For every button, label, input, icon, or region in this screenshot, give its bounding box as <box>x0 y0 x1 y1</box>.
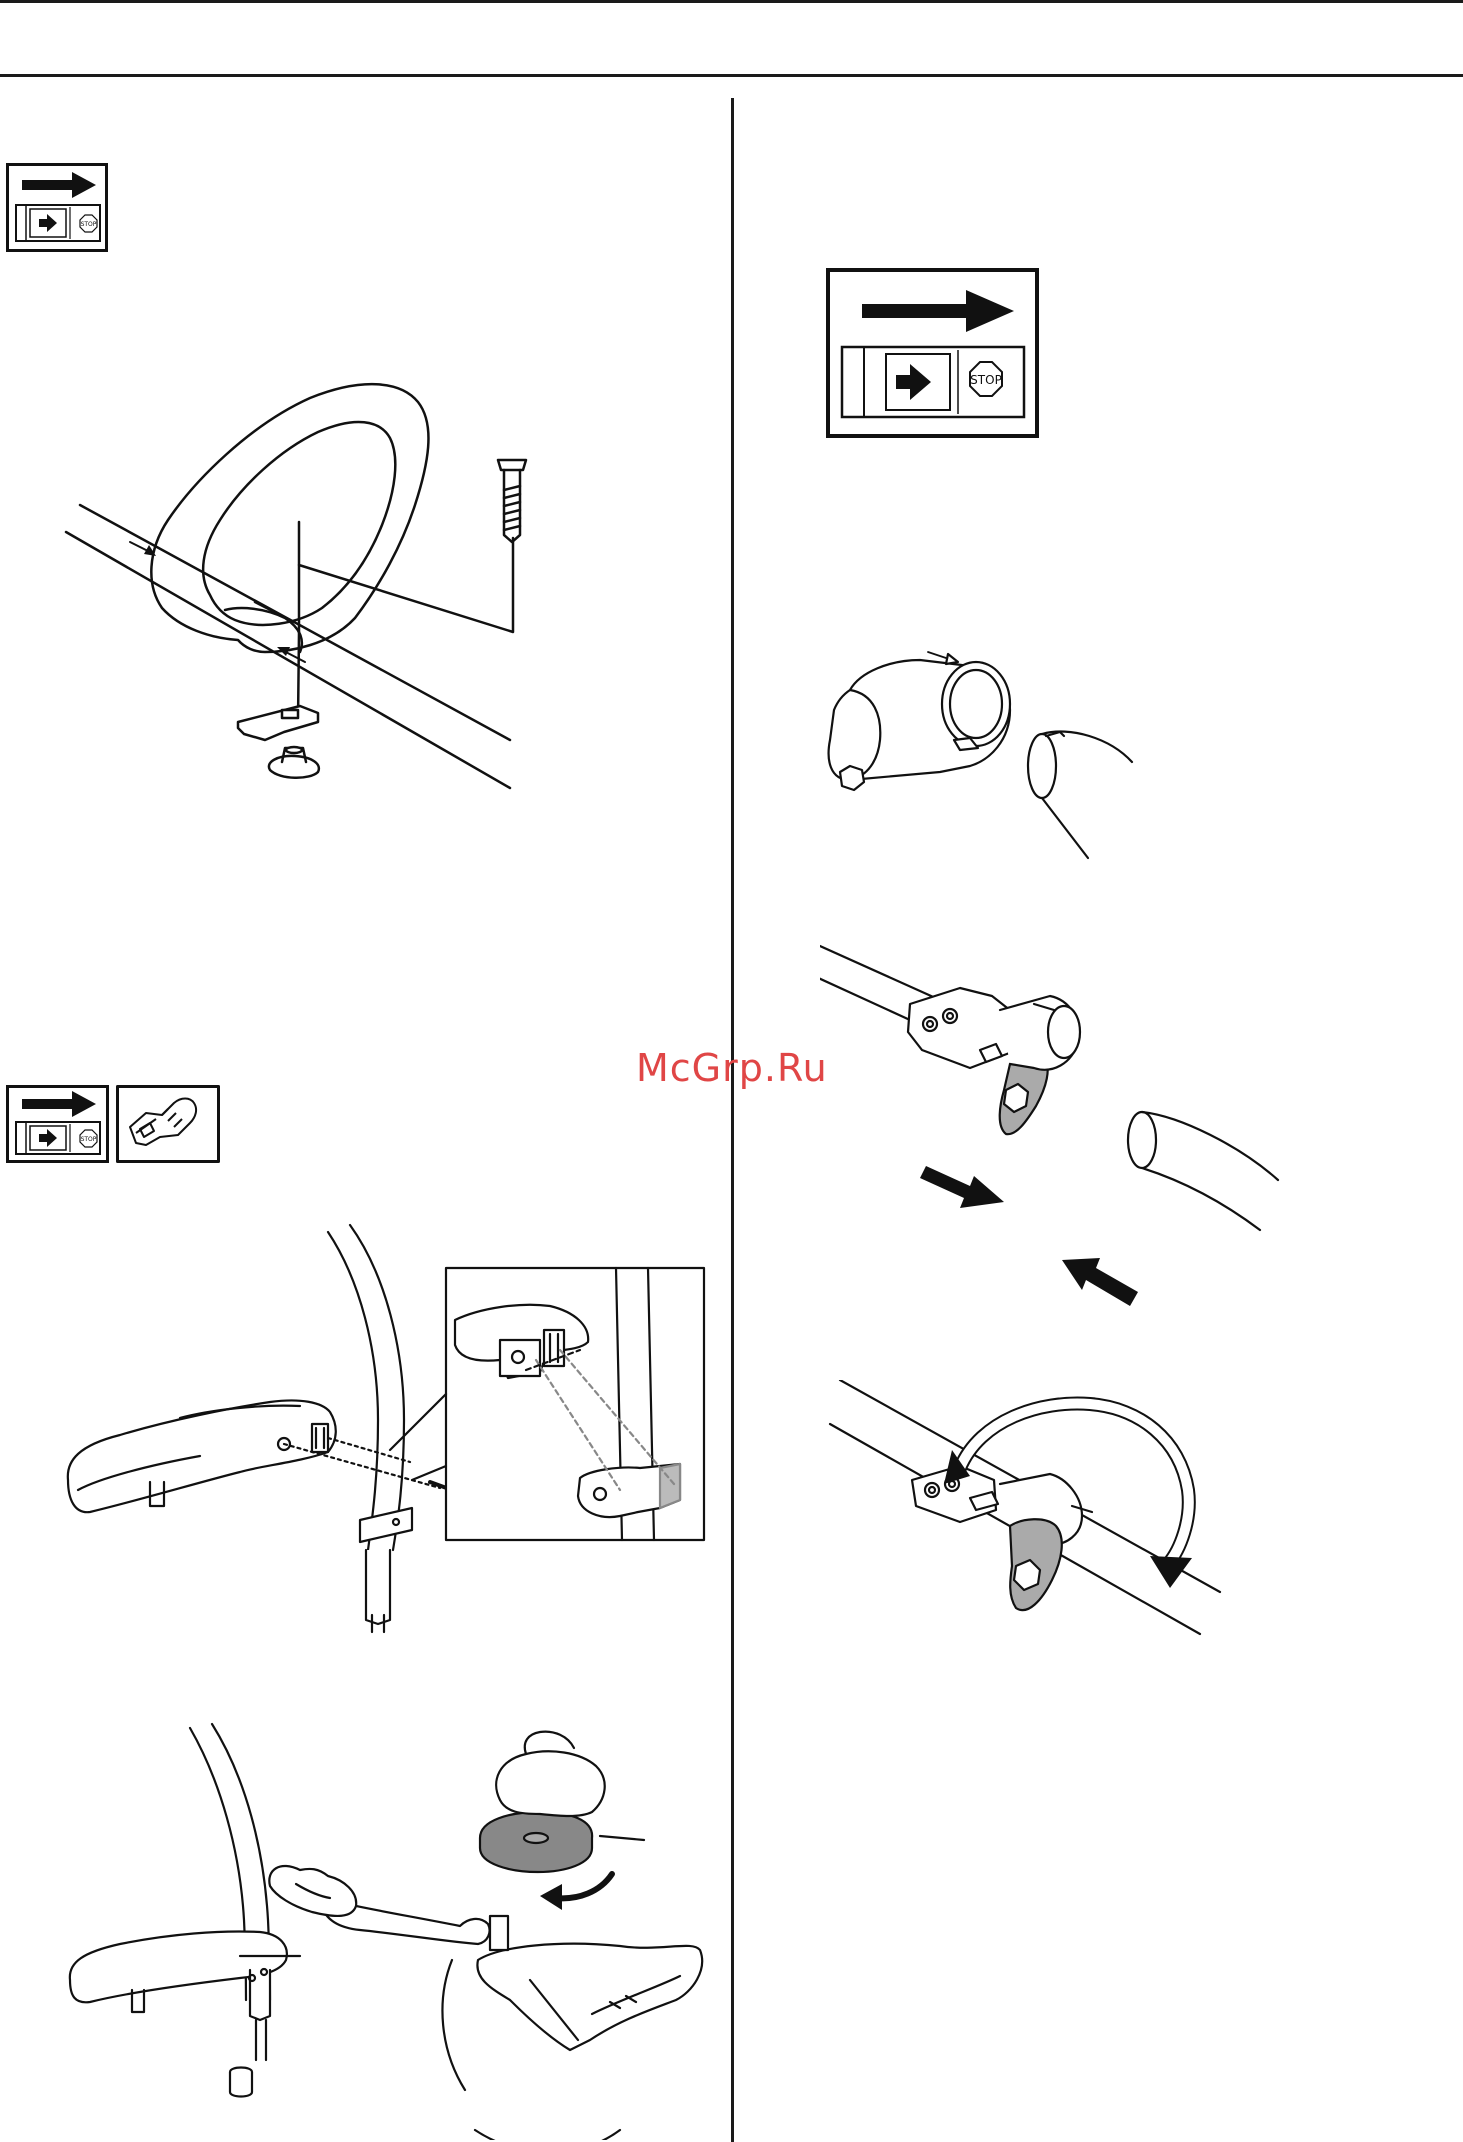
arrow-stop-icon-small: STOP <box>6 163 108 252</box>
coupling-lock-illustration <box>820 1380 1240 1670</box>
guard-tightening-illustration <box>60 1720 710 2140</box>
guard-mounting-illustration <box>60 1220 710 1640</box>
stop-label: STOP <box>81 1136 97 1143</box>
watermark: McGrp.Ru <box>636 1046 828 1090</box>
coupling-parts-illustration <box>820 620 1150 860</box>
coupling-join-illustration <box>820 940 1300 1320</box>
top-border <box>0 0 1463 3</box>
glove-icon <box>116 1085 220 1163</box>
loop-handle-illustration <box>60 370 540 830</box>
arrow-stop-icon-small-2: STOP <box>6 1085 109 1163</box>
column-divider <box>731 98 734 2142</box>
arrow-stop-icon-large: STOP <box>826 268 1039 438</box>
header-rule <box>0 74 1463 77</box>
stop-label: STOP <box>81 221 97 228</box>
stop-label: STOP <box>970 373 1002 387</box>
